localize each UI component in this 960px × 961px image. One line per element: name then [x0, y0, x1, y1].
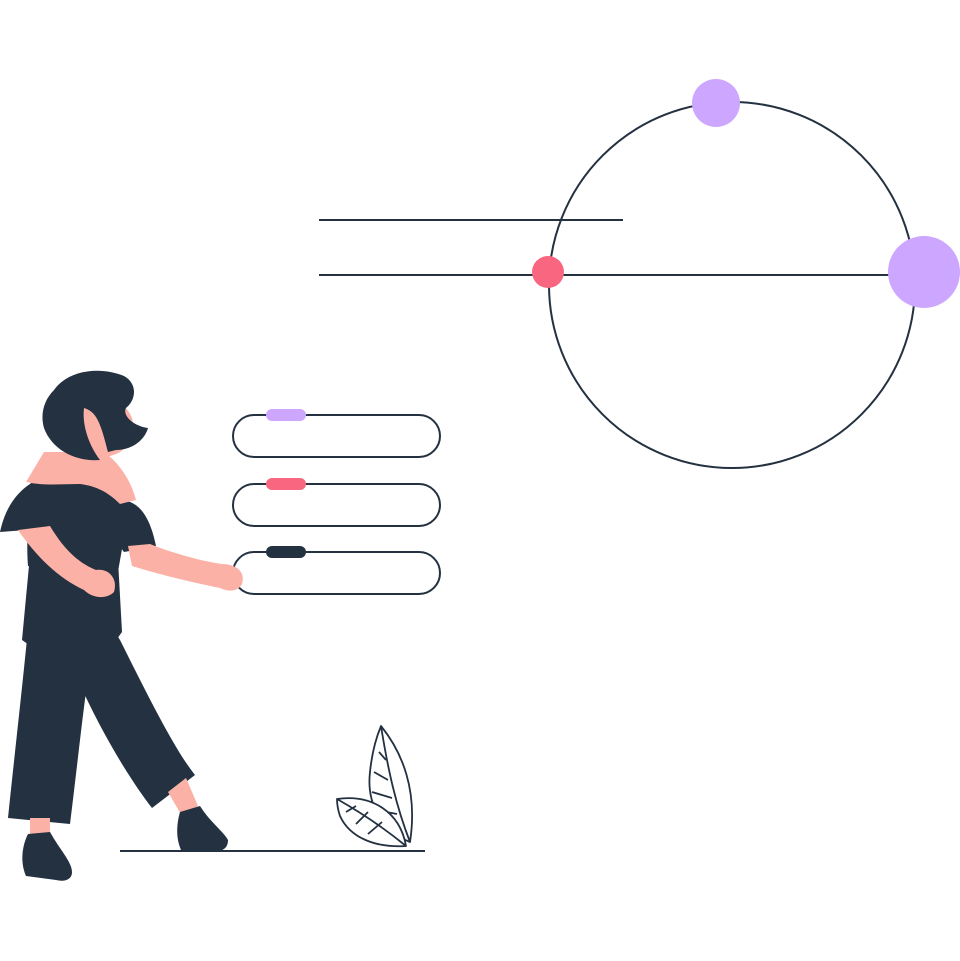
woman-shoe-front — [177, 806, 228, 852]
woman-left-arm — [18, 526, 116, 598]
woman-figure — [0, 370, 243, 881]
orbit-diagram — [319, 79, 960, 469]
orbit-node-left — [532, 256, 564, 288]
woman-shoulders — [26, 452, 136, 504]
orbit-node-right — [888, 236, 960, 308]
orbit-node-top — [692, 79, 740, 127]
woman-sleeve-right — [108, 499, 156, 552]
option-pill-3-outline[interactable] — [232, 551, 441, 595]
option-pill-1-outline[interactable] — [232, 414, 441, 458]
woman-sleeve-left — [0, 478, 54, 532]
option-pill-1[interactable] — [232, 409, 441, 458]
woman-hair — [42, 370, 148, 461]
option-pill-2[interactable] — [232, 478, 441, 527]
plant-leaf-vein-tall — [371, 725, 411, 843]
option-pill-3[interactable] — [232, 546, 441, 595]
option-pill-2-tab — [266, 478, 306, 490]
woman-ankle-front — [168, 778, 198, 816]
plant-icon — [336, 725, 413, 848]
woman-right-arm — [128, 544, 243, 591]
orbit-ring — [548, 101, 916, 469]
plant-leaf-vein-low — [336, 798, 407, 847]
woman-shoe-back — [22, 832, 72, 881]
option-pill-3-tab — [266, 546, 306, 558]
option-list — [232, 409, 441, 595]
option-pill-2-outline[interactable] — [232, 483, 441, 527]
option-pill-1-tab — [266, 409, 306, 421]
